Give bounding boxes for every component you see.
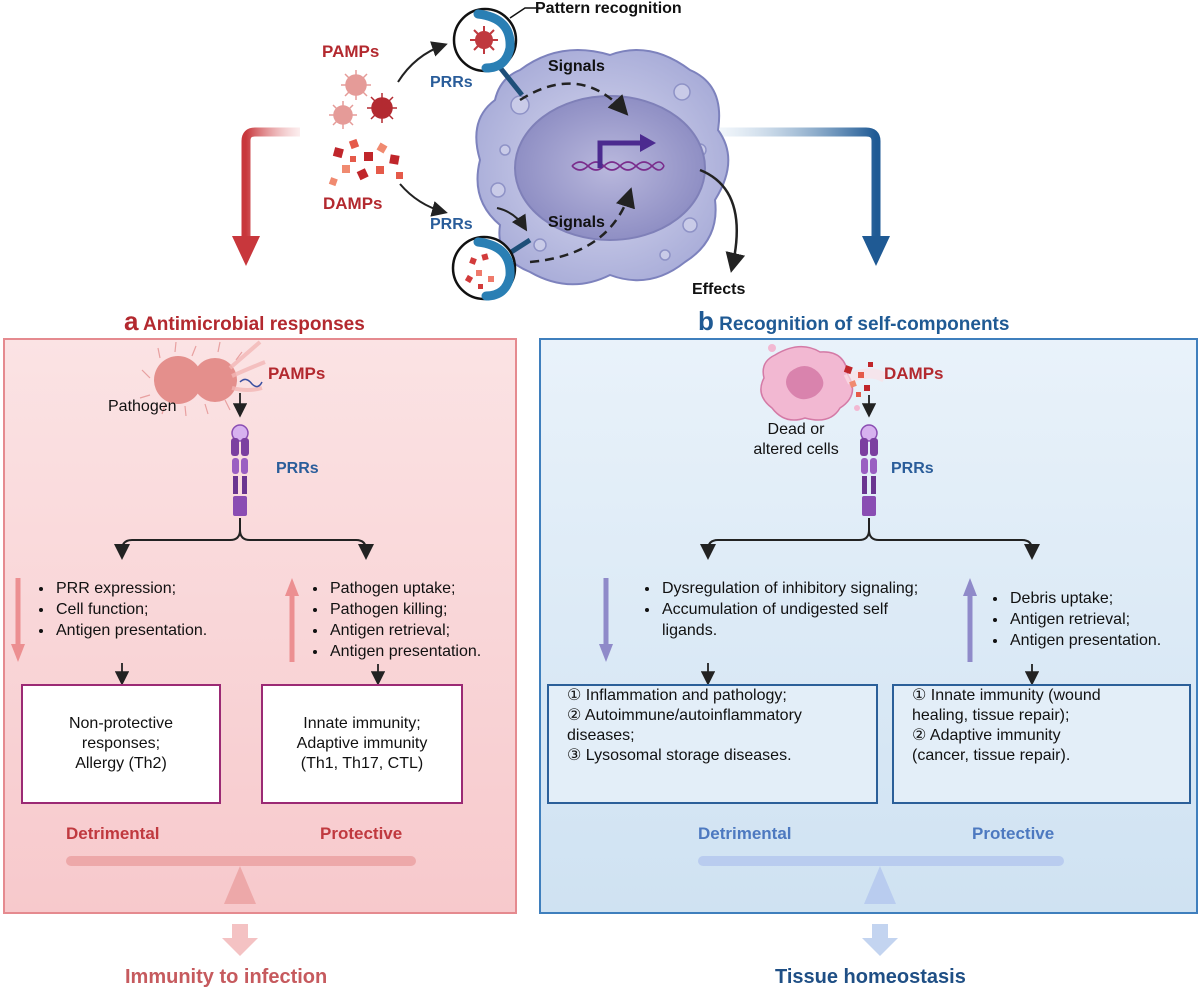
panel-a-right-list: Pathogen uptake; Pathogen killing; Antig… (308, 578, 538, 662)
damps-top-label: DAMPs (323, 194, 383, 213)
box-line: ③ Lysosomal storage diseases. (567, 747, 792, 764)
scale-beam-a (66, 856, 416, 866)
transcription-arrow-icon (597, 140, 642, 168)
list-item: Dysregulation of inhibitory signaling; (660, 578, 920, 599)
box-line: healing, tissue repair); (912, 707, 1070, 724)
list-item: Pathogen uptake; (328, 578, 538, 599)
dead-cells-line: Dead or (767, 421, 825, 438)
dead-cell-icon (760, 344, 888, 421)
list-item: Accumulation of undigested self ligands. (660, 599, 920, 641)
signals-top-label: Signals (548, 58, 605, 75)
prrs-top-label: PRRs (430, 74, 473, 91)
blue-bent-arrow (720, 127, 881, 238)
list-item: Antigen presentation. (54, 620, 294, 641)
box-line: (Th1, Th17, CTL) (300, 755, 424, 772)
panel-b-title-text: Recognition of self-components (719, 314, 1010, 335)
effects-label: Effects (692, 281, 746, 298)
red-bent-arrow (241, 127, 300, 238)
panel-a-left-list: PRR expression; Cell function; Antigen p… (34, 578, 294, 641)
panel-b-letter: b (698, 306, 714, 336)
pathogen-icon (139, 340, 266, 417)
box-line: ② Autoimmune/autoinflammatory (567, 707, 802, 724)
box-line: (cancer, tissue repair). (912, 747, 1071, 764)
outcome-a-label: Immunity to infection (125, 966, 328, 988)
list-item: Antigen presentation. (328, 641, 538, 662)
panel-a-letter: a (124, 306, 139, 336)
prr-receptor-a-icon (231, 424, 249, 516)
list-item: Antigen retrieval; (328, 620, 538, 641)
damps-fragments-b-icons (843, 362, 873, 397)
panel-a-antimicrobial (3, 338, 517, 914)
list-item: PRR expression; (54, 578, 294, 599)
detrimental-a-label: Detrimental (66, 824, 160, 843)
effects-arrow (699, 168, 746, 273)
damps-b-label: DAMPs (884, 364, 944, 383)
pattern-recognition-label: Pattern recognition (535, 0, 682, 17)
dead-cells-label: Dead or altered cells (746, 420, 846, 460)
list-item: Antigen retrieval; (1008, 609, 1200, 630)
scale-fulcrum-b (864, 866, 896, 904)
panel-a-title-text: Antimicrobial responses (143, 314, 365, 335)
damps-arrow-icon (399, 183, 448, 217)
panel-a-detrimental-box: Non-protective responses; Allergy (Th2) (21, 684, 221, 804)
scale-beam-b (698, 856, 1064, 866)
scale-fulcrum-a (224, 866, 256, 904)
panel-b-right-list: Debris uptake; Antigen retrieval; Antige… (988, 588, 1200, 651)
panel-a-protective-box: Innate immunity; Adaptive immunity (Th1,… (261, 684, 463, 804)
panel-a-title: a Antimicrobial responses (124, 306, 365, 337)
pathogen-label: Pathogen (108, 398, 177, 415)
protective-b-label: Protective (972, 824, 1055, 843)
box-line: diseases; (567, 727, 635, 744)
nucleus (514, 95, 706, 241)
box-line: responses; (81, 735, 161, 752)
list-item: Pathogen killing; (328, 599, 538, 620)
pamps-a-label: PAMPs (268, 364, 326, 383)
list-item: Debris uptake; (1008, 588, 1200, 609)
panel-b-detrimental-box: ① Inflammation and pathology; ② Autoimmu… (547, 684, 878, 804)
outcome-b-label: Tissue homeostasis (775, 966, 966, 988)
pamps-arrow-icon (397, 41, 448, 83)
blue-arrow-head (862, 236, 890, 266)
prr-damp-circle-icon (451, 235, 517, 301)
box-line: Adaptive immunity (296, 735, 428, 752)
dead-cells-line: altered cells (753, 441, 839, 458)
dna-icon (571, 161, 665, 171)
signals-bottom-label: Signals (548, 214, 605, 231)
signal-arrow-bottom (529, 187, 635, 264)
box-line: Non-protective (68, 715, 174, 732)
box-line: ② Adaptive immunity (912, 727, 1061, 744)
detrimental-b-label: Detrimental (698, 824, 792, 843)
prr-pamp-circle-icon (452, 7, 518, 73)
list-item: Cell function; (54, 599, 294, 620)
protective-a-label: Protective (320, 824, 403, 843)
box-line: Allergy (Th2) (75, 755, 167, 772)
prrs-b-label: PRRs (891, 460, 934, 477)
panel-b-left-list: Dysregulation of inhibitory signaling; A… (640, 578, 920, 641)
prr-arrow-small (496, 207, 528, 232)
panel-b-title: b Recognition of self-components (698, 306, 1009, 337)
prr-receptor-b-icon (860, 424, 878, 516)
list-item: Antigen presentation. (1008, 630, 1200, 651)
box-line: ① Inflammation and pathology; (567, 687, 787, 704)
pamps-top-label: PAMPs (322, 42, 380, 61)
box-line: ① Innate immunity (wound (912, 687, 1101, 704)
pamps-virus-icons (329, 70, 397, 129)
prrs-a-label: PRRs (276, 460, 319, 477)
damps-fragments-icons (328, 138, 403, 187)
prrs-bottom-label: PRRs (430, 216, 473, 233)
box-line: Innate immunity; (303, 715, 421, 732)
panel-b-protective-box: ① Innate immunity (wound healing, tissue… (892, 684, 1191, 804)
red-arrow-head (232, 236, 260, 266)
